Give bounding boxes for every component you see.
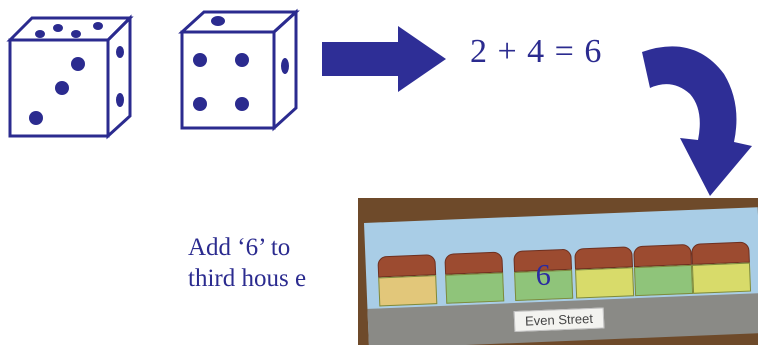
die-1	[6, 14, 134, 140]
house-6	[691, 242, 751, 294]
house-wall	[445, 272, 504, 303]
street-board: 6 Even Street	[364, 207, 758, 345]
street-board-photo: 6 Even Street	[358, 198, 758, 345]
house-wall	[634, 265, 693, 296]
house-wall	[378, 275, 437, 306]
instruction-text: Add ‘6’ to third hous e	[188, 232, 306, 294]
house-number: 6	[514, 258, 573, 294]
house-5	[633, 244, 693, 296]
house-wall	[692, 263, 751, 294]
house-4	[574, 246, 634, 298]
arrow-right-icon	[320, 24, 450, 94]
die-2	[178, 8, 304, 132]
house-1	[377, 254, 437, 306]
house-2	[444, 251, 504, 303]
equation-text: 2 + 4 = 6	[470, 33, 602, 71]
curved-arrow-icon	[628, 30, 756, 200]
house-wall	[575, 267, 634, 298]
street-sign: Even Street	[514, 307, 605, 332]
